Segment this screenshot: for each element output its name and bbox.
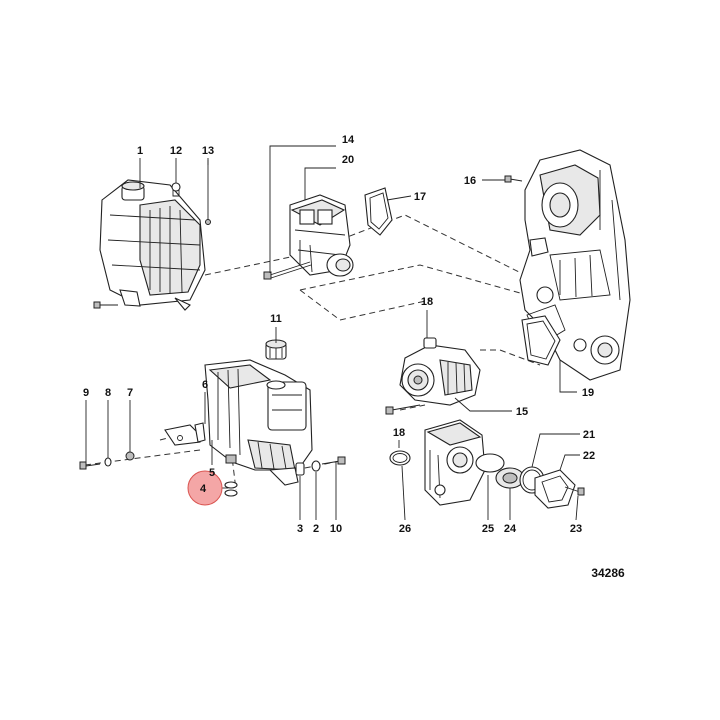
callout-labels[interactable]: 1 12 13 14 20 17 16 11 18 19 15 9 8 7 6 … [83,134,595,535]
circulating-pump-part-18 [399,337,481,406]
callout-18-pump[interactable]: 18 [421,296,433,308]
callout-20[interactable]: 20 [342,154,354,166]
callout-10[interactable]: 10 [330,523,342,535]
washer-part-8 [104,457,112,467]
bolt-part-10 [321,456,346,465]
fitting-part-12 [171,182,181,197]
callout-13[interactable]: 13 [202,145,214,157]
fastener-part-9 [79,461,101,470]
highlight-callout-4 [187,470,223,506]
callout-1[interactable]: 1 [137,145,143,157]
bolt-part-14 [263,261,312,280]
bolt-part-16 [504,175,523,183]
coolant-tank-part-6 [204,359,313,486]
callout-25[interactable]: 25 [482,523,494,535]
bracket-part-5 [164,422,206,446]
callout-15[interactable]: 15 [516,406,528,418]
document-number: 34286 [591,566,625,580]
thermostat-housing-part-20 [289,194,354,277]
callout-21[interactable]: 21 [583,429,595,441]
callout-7[interactable]: 7 [127,387,133,399]
callout-24[interactable]: 24 [504,523,517,535]
gasket-part-19b [521,315,561,366]
callout-5[interactable]: 5 [209,467,215,479]
thermostat-housing-part-25 [424,419,486,506]
bolt-part-13 [205,160,211,225]
spacer-part-3 [295,462,305,476]
expansion-tank-part-1 [93,179,206,311]
callout-14[interactable]: 14 [342,134,355,146]
callout-9[interactable]: 9 [83,387,89,399]
callout-26[interactable]: 26 [399,523,411,535]
gasket-part-17 [364,187,393,236]
callout-11[interactable]: 11 [270,313,282,325]
o-ring-part-26 [389,450,411,466]
callout-8[interactable]: 8 [105,387,111,399]
callout-22[interactable]: 22 [583,450,595,462]
thermostat-part-24 [475,453,525,489]
callout-6[interactable]: 6 [202,379,208,391]
callout-2[interactable]: 2 [313,523,319,535]
callout-3[interactable]: 3 [297,523,303,535]
callout-23[interactable]: 23 [570,523,582,535]
cover-part-22 [534,469,576,509]
callout-12[interactable]: 12 [170,145,182,157]
washer-part-2 [311,460,321,472]
callout-16[interactable]: 16 [464,175,476,187]
callout-17[interactable]: 17 [414,191,426,203]
callout-19[interactable]: 19 [582,387,594,399]
callout-18-bolt[interactable]: 18 [393,427,405,439]
bolt-part-23 [564,486,585,496]
bolt-part-18-bolt [385,404,421,415]
nut-part-7 [125,451,135,461]
callout-4[interactable]: 4 [200,483,207,495]
leader-lines [85,145,580,521]
washers-part-4 [224,481,238,497]
